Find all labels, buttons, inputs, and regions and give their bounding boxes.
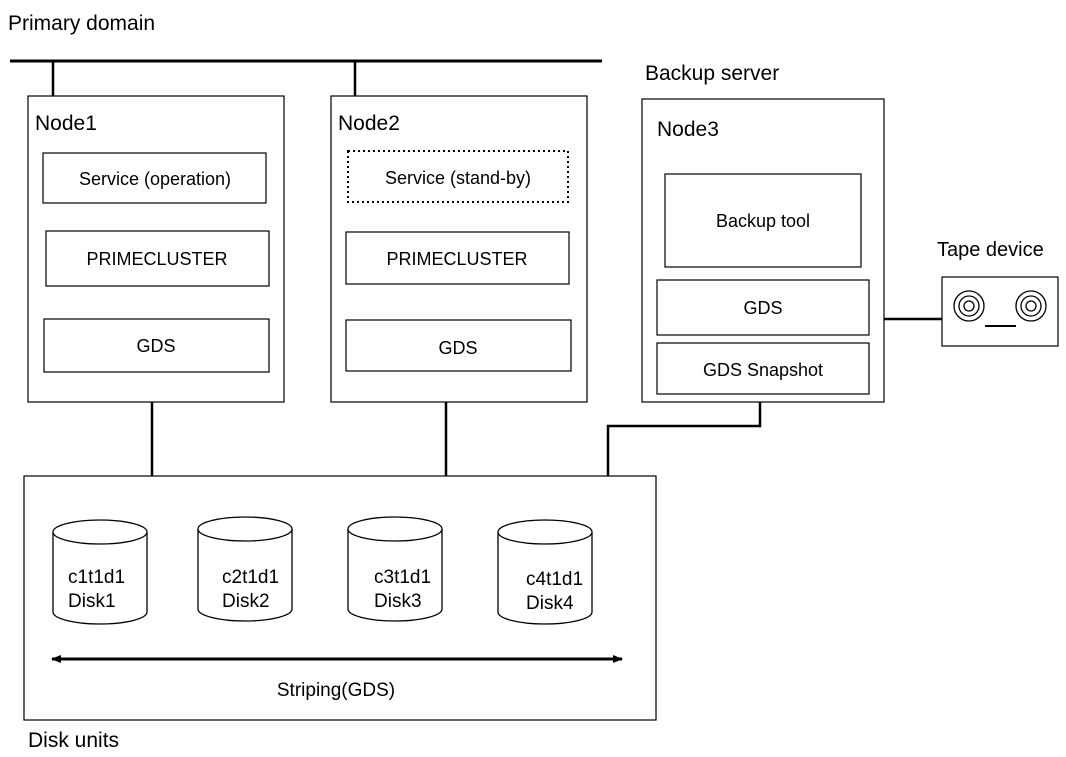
node2-service-box	[347, 150, 569, 203]
disk-3-cylinder-icon	[347, 529, 443, 622]
node2-gds-box	[345, 319, 572, 372]
node1-title: Node1	[35, 112, 97, 135]
node1: Node1 Service (operation) PRIMECLUSTER G…	[27, 95, 285, 403]
tape-device-label: Tape device	[937, 239, 1044, 261]
disk-3-id: c3t1d1	[374, 567, 431, 588]
disk-2-id: c2t1d1	[222, 567, 279, 588]
node2-service-label: Service (stand-by)	[385, 168, 531, 188]
node2-gds-label: GDS	[438, 338, 477, 358]
disk-1-id: c1t1d1	[68, 567, 125, 588]
node3-gds-box	[656, 279, 870, 336]
disk-2-name: Disk2	[222, 591, 270, 612]
tape-reel-left-icon	[953, 290, 985, 322]
tape-reel-right-icon	[1015, 290, 1047, 322]
disk-4-id: c4t1d1	[526, 569, 583, 590]
disk-units-label: Disk units	[28, 729, 119, 752]
backup-server-label: Backup server	[645, 62, 779, 85]
node3-snapshot-label: GDS Snapshot	[703, 360, 823, 380]
node3-backup-tool-label: Backup tool	[716, 211, 810, 231]
node1-service-box	[42, 152, 267, 204]
disk-2: c2t1d1 Disk2	[197, 516, 293, 622]
node3: Node3 Backup tool GDS GDS Snapshot	[641, 98, 885, 403]
node1-gds-label: GDS	[136, 336, 175, 356]
disk-3: c3t1d1 Disk3	[347, 516, 443, 622]
node2: Node2 Service (stand-by) PRIMECLUSTER GD…	[330, 95, 588, 403]
node1-gds-box	[43, 318, 270, 373]
tape-device-box	[941, 276, 1059, 347]
node2-primecluster-box	[345, 231, 570, 285]
disk-2-cylinder-icon	[197, 529, 293, 622]
node1-primecluster-label: PRIMECLUSTER	[86, 249, 227, 269]
node3-snapshot-box	[656, 342, 870, 395]
disk-4: c4t1d1 Disk4	[497, 519, 593, 625]
disk-4-name: Disk4	[526, 593, 574, 614]
disk-1-cylinder-icon	[52, 532, 148, 625]
disk-3-name: Disk3	[374, 591, 422, 612]
node3-disk-link	[606, 402, 762, 476]
disk-1: c1t1d1 Disk1	[52, 519, 148, 625]
node3-gds-label: GDS	[743, 298, 782, 318]
disk-1-name: Disk1	[68, 591, 116, 612]
node1-primecluster-box	[45, 230, 270, 287]
disk-4-cylinder-icon	[497, 532, 593, 625]
node1-service-label: Service (operation)	[79, 169, 231, 189]
node3-backup-tool-box	[664, 173, 862, 268]
striping-label: Striping(GDS)	[277, 680, 395, 701]
node3-title: Node3	[657, 118, 719, 141]
tape-device	[941, 276, 1059, 347]
node2-title: Node2	[338, 112, 400, 135]
primary-domain-label: Primary domain	[8, 12, 155, 35]
node2-primecluster-label: PRIMECLUSTER	[386, 249, 527, 269]
